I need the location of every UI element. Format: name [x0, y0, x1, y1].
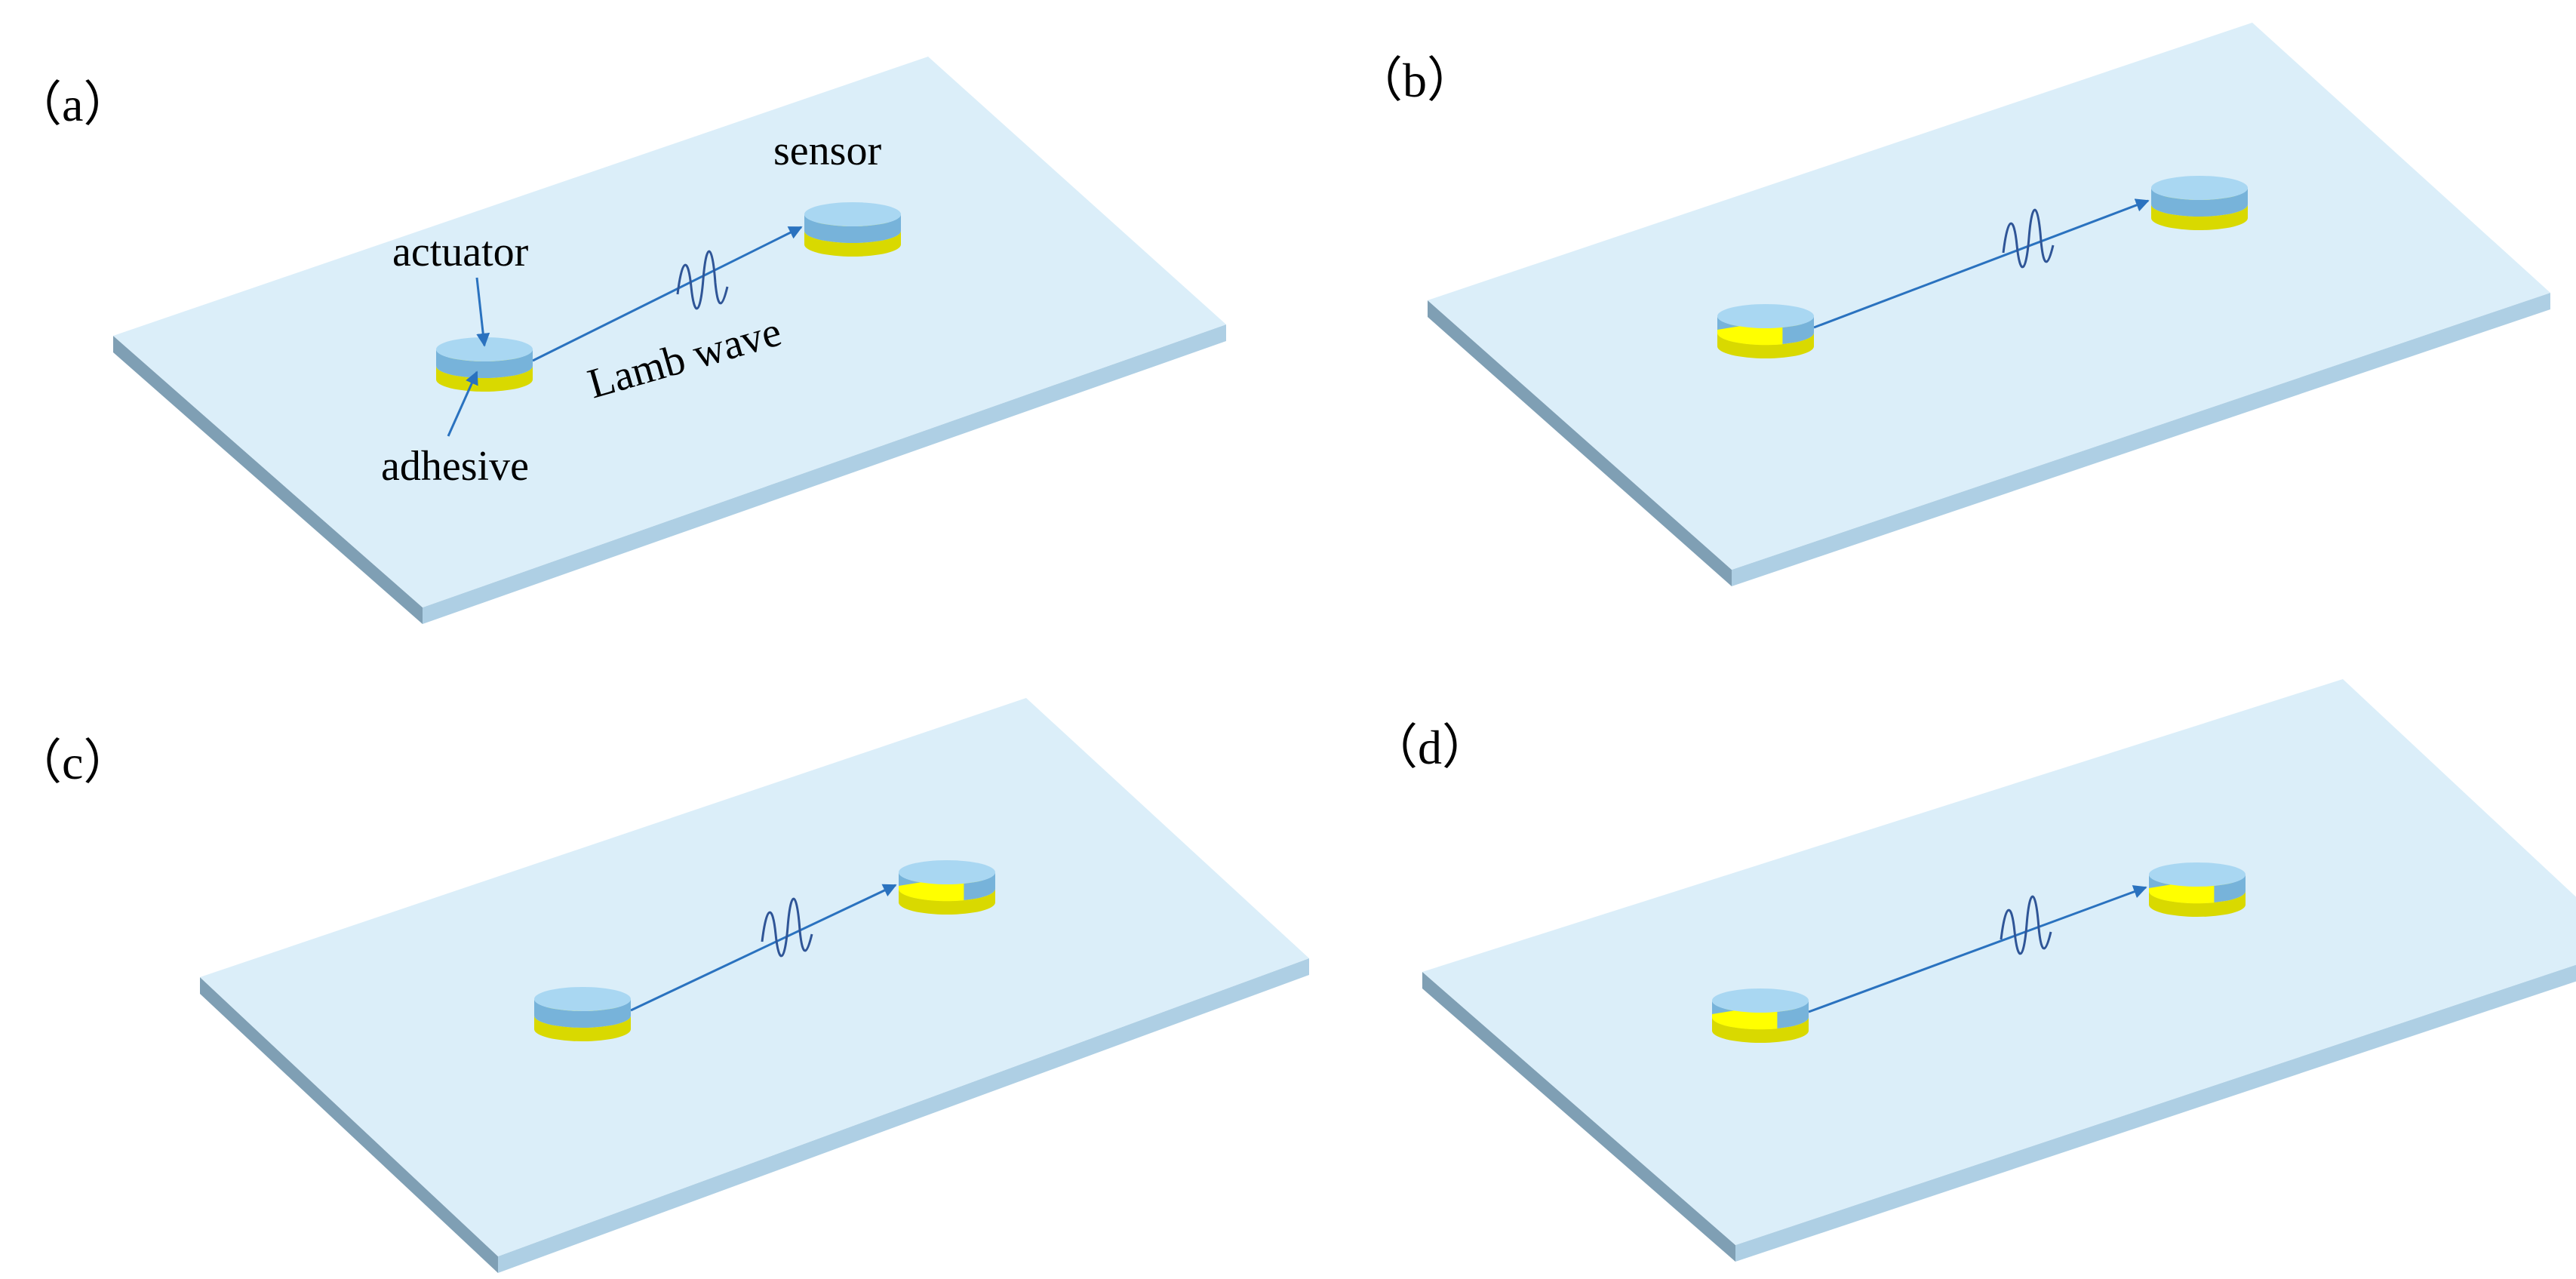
- plate-front-edge: [1732, 293, 2550, 586]
- wave-packet-icon: [676, 250, 729, 310]
- plate-top-surface: [1428, 23, 2550, 570]
- lamb-wave-arrow: [532, 226, 803, 362]
- actuator-disk: [436, 337, 533, 392]
- sensor-disk: [898, 860, 995, 915]
- piezo-side: [534, 999, 631, 1028]
- wave-curve: [676, 250, 729, 310]
- plate-front-edge: [1735, 964, 2576, 1262]
- adhesive-side: [1717, 333, 1814, 358]
- plate: [1428, 23, 2550, 586]
- wave-curve: [2002, 208, 2055, 269]
- piezo-side: [2151, 188, 2248, 217]
- wave-packet-icon: [2000, 895, 2052, 955]
- sensor-disk: [804, 202, 901, 257]
- panel-label: （b）: [1354, 54, 1475, 107]
- piezo-top: [1717, 304, 1814, 328]
- wave-curve: [2000, 895, 2052, 955]
- adhesive-side: [804, 231, 901, 257]
- actuator-disk: [1717, 304, 1814, 358]
- adhesive-side: [899, 889, 995, 915]
- panel-label: （d）: [1369, 721, 1490, 774]
- arrow-line: [630, 884, 897, 1012]
- piezo-top: [804, 202, 901, 226]
- sensor-disk: [2151, 176, 2248, 230]
- panel-c: （c）: [14, 698, 1309, 1273]
- lamb-wave-arrow: [1813, 198, 2150, 329]
- adhesive-label: adhesive: [381, 443, 529, 490]
- plate-top-surface: [1422, 679, 2576, 1245]
- plate-top-surface: [113, 57, 1226, 607]
- arrow-line: [532, 226, 803, 362]
- plate-left-edge: [113, 336, 423, 624]
- piezo-top: [1712, 988, 1809, 1013]
- adhesive-side: [1712, 1017, 1809, 1043]
- adhesive-side: [534, 1016, 631, 1041]
- plate: [200, 698, 1309, 1273]
- adhesive-side: [2149, 891, 2246, 917]
- plate-top-surface: [200, 698, 1309, 1256]
- wave-curve: [761, 897, 813, 958]
- piezo-side: [436, 349, 533, 378]
- piezo-top: [899, 860, 995, 884]
- arrow-line: [1808, 885, 2147, 1013]
- panel-label: （a）: [14, 78, 131, 131]
- arrow-line: [1813, 198, 2150, 329]
- panel-d: （d）: [1369, 679, 2576, 1262]
- piezo-top: [534, 987, 631, 1011]
- sensor-label: sensor: [773, 128, 881, 174]
- sensor-disk: [2148, 862, 2246, 917]
- plate: [113, 57, 1226, 624]
- piezo-side: [804, 214, 901, 243]
- adhesive-side: [436, 366, 533, 392]
- lamb-wave-arrow: [630, 884, 897, 1012]
- plate-left-edge: [1422, 972, 1735, 1262]
- piezo-top: [2151, 176, 2248, 200]
- actuator-disk: [534, 987, 631, 1041]
- plate-left-edge: [1428, 300, 1732, 586]
- panel-b: （b）: [1354, 23, 2550, 586]
- lamb-wave-arrow: [1808, 885, 2147, 1013]
- adhesive-side: [2151, 204, 2248, 230]
- wave-packet-icon: [761, 897, 813, 958]
- wave-packet-icon: [2002, 208, 2055, 269]
- panel-label: （c）: [14, 736, 131, 789]
- panel-a: （a） sensor actuator Lamb wave adhesive: [14, 57, 1226, 624]
- piezo-top: [2149, 862, 2246, 887]
- plate-front-edge: [423, 324, 1226, 624]
- actuator-leader-arrow: [475, 277, 490, 347]
- actuator-label: actuator: [392, 229, 529, 275]
- plate-left-edge: [200, 977, 498, 1273]
- actuator-disk: [1711, 988, 1809, 1043]
- plate-front-edge: [498, 958, 1309, 1273]
- adhesive-leader-arrow: [447, 370, 478, 437]
- plate: [1422, 679, 2576, 1262]
- piezo-top: [436, 337, 533, 361]
